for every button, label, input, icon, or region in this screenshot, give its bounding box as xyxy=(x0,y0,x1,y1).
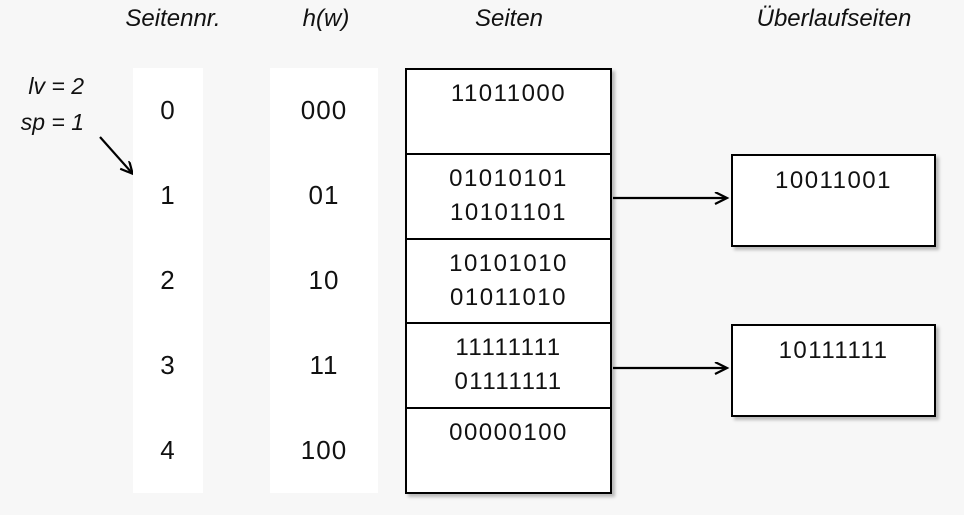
overflow-page-2: 10111111 xyxy=(731,324,936,417)
seitennr-2: 2 xyxy=(160,265,176,295)
page-cell-4: 00000100 xyxy=(407,409,610,492)
hw-3: 11 xyxy=(309,350,339,380)
page-entry: 11011000 xyxy=(450,80,567,107)
overflow-entry: 10111111 xyxy=(778,337,889,364)
page-entry: 01011010 xyxy=(450,283,567,311)
page-cell-3: 11111111 01111111 xyxy=(407,324,610,410)
sp-pointer-arrow xyxy=(99,136,132,173)
overflow-entry: 10011001 xyxy=(775,167,892,194)
seitennr-0: 0 xyxy=(160,95,176,125)
page-entry: 01010101 xyxy=(449,164,568,192)
page-entry: 00000100 xyxy=(449,419,568,447)
hw-2: 10 xyxy=(308,265,340,295)
seitennr-column: 0 1 2 3 4 xyxy=(133,68,203,493)
hw-0: 000 xyxy=(300,95,348,125)
seiten-table: 11011000 01010101 10101101 10101010 0101… xyxy=(405,68,612,494)
page-entry: 11111111 xyxy=(455,334,562,362)
hw-1: 01 xyxy=(308,180,340,210)
seitennr-3: 3 xyxy=(160,350,176,380)
header-seitennr: Seitennr. xyxy=(125,5,221,32)
page-entry: 10101010 xyxy=(449,249,568,277)
sp-label: sp = 1 xyxy=(20,109,84,135)
seitennr-1: 1 xyxy=(160,180,176,210)
header-seiten: Seiten xyxy=(474,5,544,32)
overflow-page-1: 10011001 xyxy=(731,154,936,247)
lv-label: lv = 2 xyxy=(28,73,84,99)
page-cell-2: 10101010 01011010 xyxy=(407,240,610,325)
hw-column: 000 01 10 11 100 xyxy=(270,68,378,493)
hw-4: 100 xyxy=(300,435,348,465)
page-entry: 10101101 xyxy=(450,198,567,226)
page-cell-1: 01010101 10101101 xyxy=(407,155,610,240)
page-entry: 01111111 xyxy=(454,368,563,396)
header-hw: h(w) xyxy=(302,5,350,32)
header-ueberlaufseiten: Überlaufseiten xyxy=(756,5,912,32)
state-annotation: lv = 2 sp = 1 xyxy=(6,68,84,140)
seitennr-4: 4 xyxy=(160,435,176,465)
page-cell-0: 11011000 xyxy=(407,70,610,155)
